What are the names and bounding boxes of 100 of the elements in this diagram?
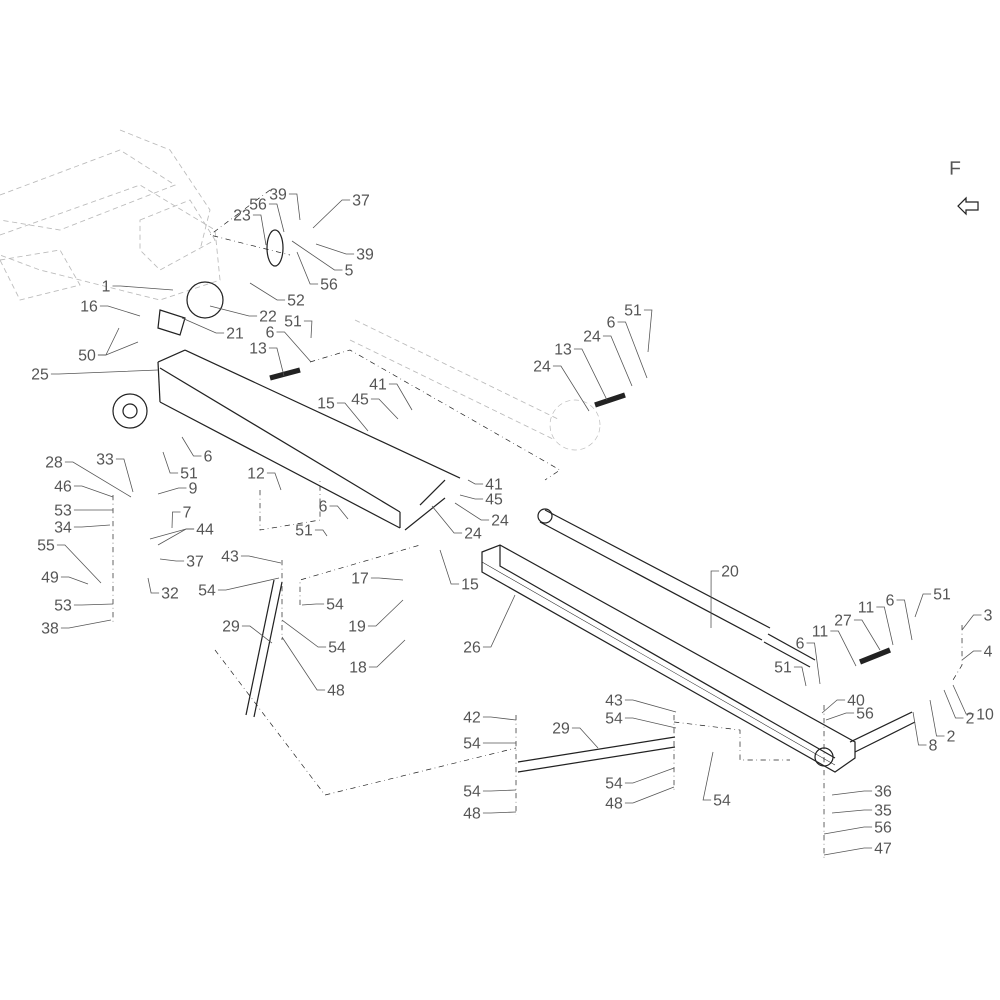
callout-number: 41 xyxy=(370,378,386,390)
callout-number: 23 xyxy=(234,209,250,221)
leader-line xyxy=(329,506,348,520)
leader-line xyxy=(304,320,312,338)
leader-line xyxy=(388,384,412,410)
callout-number: 9 xyxy=(189,482,197,494)
callout-number: 33 xyxy=(96,453,114,465)
leader-line xyxy=(944,690,964,718)
leader-line xyxy=(288,194,300,220)
callout-number: 15 xyxy=(318,397,334,409)
leader-line xyxy=(60,620,112,628)
callout-number: 18 xyxy=(350,661,366,673)
callout-number: 40 xyxy=(848,694,864,706)
callout-number: 29 xyxy=(553,722,570,734)
leader-line xyxy=(468,480,484,484)
callout-number: 54 xyxy=(464,785,480,797)
leader-line xyxy=(60,576,88,584)
leader-line xyxy=(624,786,674,804)
callout-number: 56 xyxy=(320,278,338,290)
leader-line xyxy=(876,606,894,646)
leader-line xyxy=(182,436,202,456)
callout-number: 48 xyxy=(328,684,344,696)
callout-number: 17 xyxy=(352,572,368,584)
leader-line xyxy=(574,348,608,400)
leader-line xyxy=(832,810,872,814)
leader-line xyxy=(896,600,912,640)
leader-line xyxy=(64,462,132,498)
callout-number: 6 xyxy=(204,450,212,462)
callout-number: 39 xyxy=(270,188,286,200)
callout-number: 25 xyxy=(32,368,48,380)
leader-line xyxy=(602,336,632,386)
leader-line xyxy=(482,716,516,720)
leader-line xyxy=(440,550,460,584)
leader-line xyxy=(210,306,258,316)
callout-number: 28 xyxy=(46,456,62,468)
leader-line xyxy=(962,650,982,660)
leader-line xyxy=(316,244,354,254)
leader-line xyxy=(312,200,350,228)
callout-number: 53 xyxy=(54,599,72,611)
callout-number: 54 xyxy=(606,712,622,724)
callout-number: 22 xyxy=(260,310,276,322)
callout-number: 51 xyxy=(284,315,302,327)
leader-line xyxy=(74,604,114,606)
leader-line xyxy=(454,502,490,520)
callout-number: 12 xyxy=(248,467,264,479)
leader-line xyxy=(806,642,820,684)
callout-number: 54 xyxy=(606,778,622,789)
callout-number: 6 xyxy=(266,326,274,338)
callout-number: 24 xyxy=(492,514,508,526)
leader-line xyxy=(826,712,854,720)
leader-line xyxy=(240,556,282,564)
callout-number: 29 xyxy=(223,620,240,632)
callout-number: 51 xyxy=(180,467,198,479)
leader-line xyxy=(832,790,872,796)
callout-number: 42 xyxy=(464,711,480,723)
callout-number: 37 xyxy=(352,194,369,206)
leader-line xyxy=(74,486,114,498)
leader-line xyxy=(952,684,974,714)
callout-number: 51 xyxy=(934,588,950,600)
leader-line xyxy=(218,578,280,590)
leader-line xyxy=(56,544,102,584)
leader-line xyxy=(912,712,927,746)
callout-number: 35 xyxy=(874,804,892,816)
leader-line xyxy=(572,728,598,748)
leader-line xyxy=(158,528,194,546)
leader-line xyxy=(50,370,158,374)
leader-line xyxy=(962,614,982,630)
leader-line xyxy=(74,524,110,528)
callout-number: 54 xyxy=(198,584,216,596)
leader-line xyxy=(930,700,945,736)
leader-line xyxy=(432,506,462,534)
leader-line xyxy=(914,594,932,618)
callout-number: 56 xyxy=(250,198,266,210)
callout-number: 6 xyxy=(319,500,327,512)
leader-line xyxy=(314,530,328,536)
callout-number: 6 xyxy=(886,594,894,606)
leader-line xyxy=(148,578,160,594)
leader-line xyxy=(794,666,806,686)
leader-line xyxy=(252,214,266,246)
callout-number: 46 xyxy=(54,480,72,492)
leader-line xyxy=(292,240,343,270)
callout-number: 55 xyxy=(38,539,54,551)
callout-number: 45 xyxy=(486,493,502,505)
orientation-letter: F xyxy=(950,161,960,175)
callout-number: 54 xyxy=(464,737,480,749)
callout-number: 2 xyxy=(947,730,955,742)
leader-line xyxy=(624,700,676,712)
leader-line xyxy=(336,402,368,432)
leader-line xyxy=(276,332,312,362)
leader-line xyxy=(552,366,590,412)
callout-number: 13 xyxy=(250,342,266,354)
callout-number: 50 xyxy=(78,349,96,361)
callout-number: 45 xyxy=(352,393,368,405)
leader-line xyxy=(854,620,880,650)
callout-number: 24 xyxy=(534,360,550,372)
leader-line xyxy=(158,488,187,494)
leader-line xyxy=(98,342,138,356)
leader-line xyxy=(482,742,516,744)
callout-number: 51 xyxy=(296,524,312,536)
leader-line xyxy=(824,826,872,834)
